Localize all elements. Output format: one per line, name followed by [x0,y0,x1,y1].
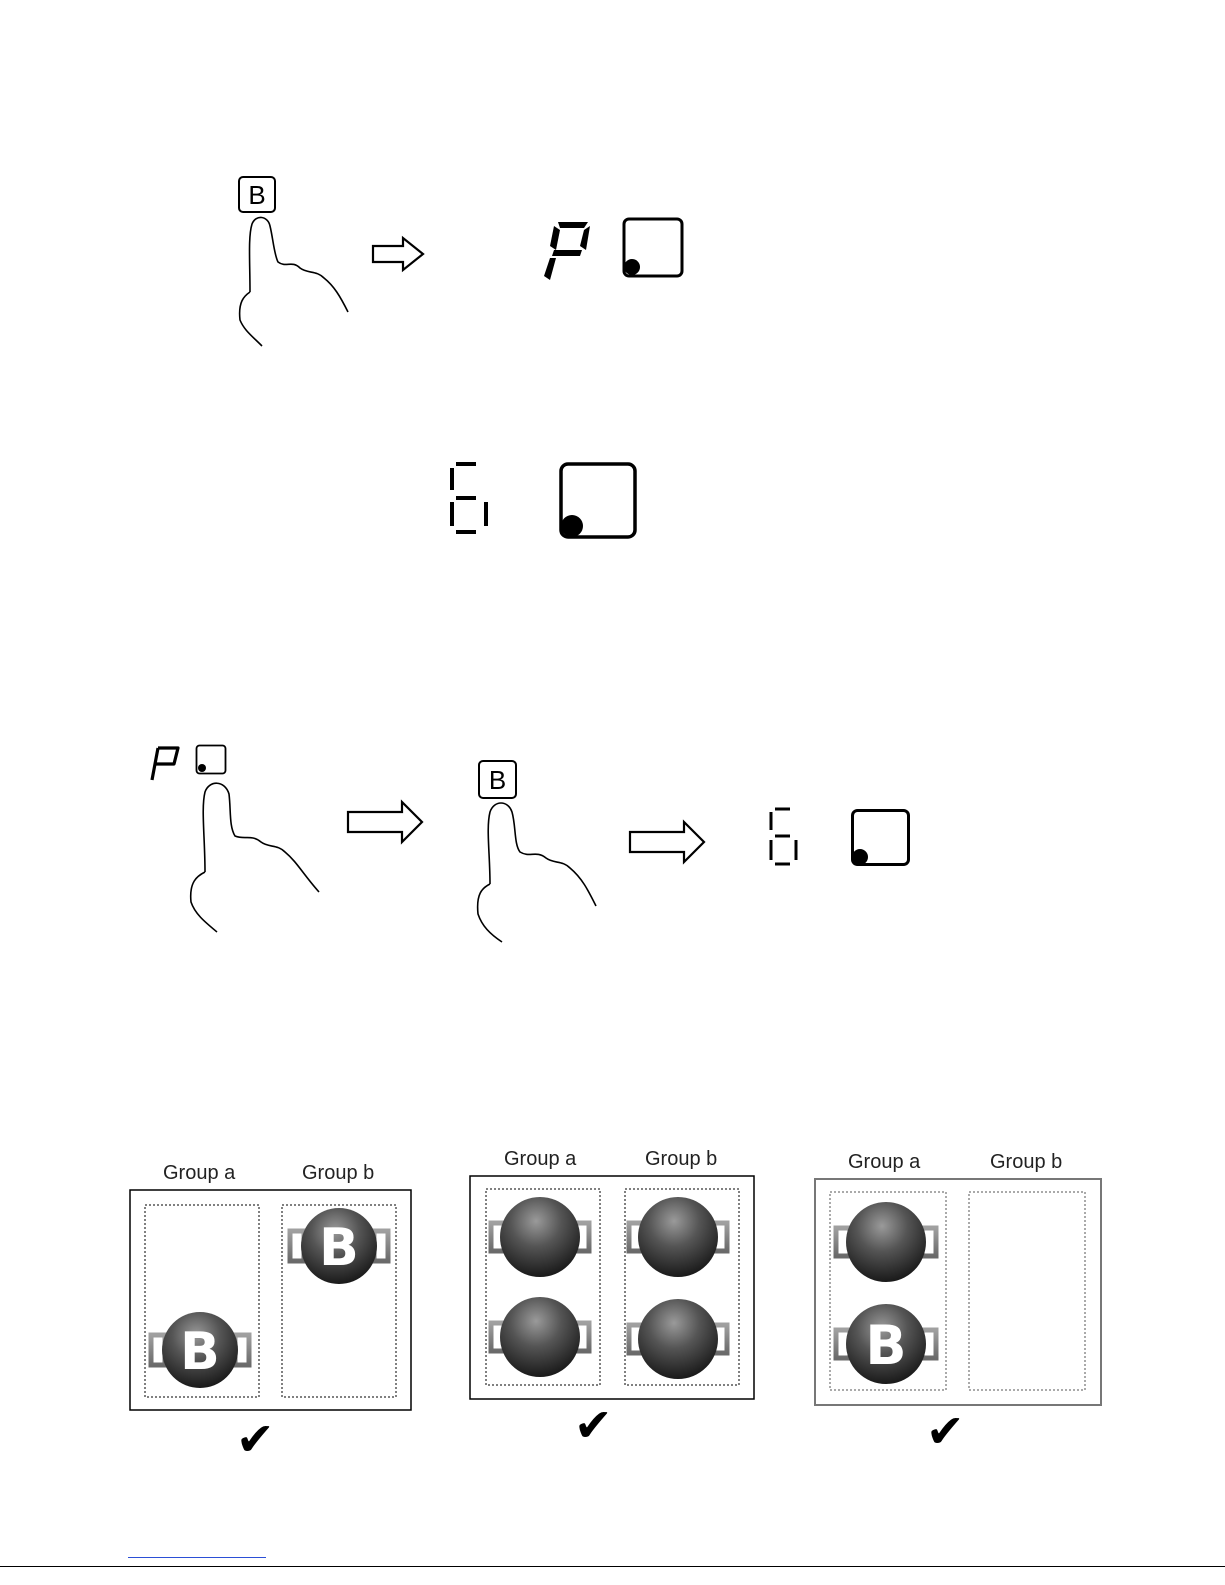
group-a-label: Group a [163,1162,235,1185]
footer-link-underline [128,1557,266,1558]
check-icon: ✔ [926,1406,965,1456]
arrow-right-icon [371,236,427,276]
group-b-label: Group b [302,1162,374,1185]
group-a-label: Group a [504,1148,576,1171]
step1-key-label: B [248,180,265,210]
zone-indicator-icon [622,217,686,279]
finger-press-icon [185,778,325,938]
step1-key-b: B [238,176,278,214]
check-icon: ✔ [236,1414,275,1464]
arrow-right-icon [628,820,708,866]
hob-panel-1: B B [129,1189,414,1414]
seven-segment-dim-icon [444,460,494,540]
check-icon: ✔ [574,1400,613,1450]
hob-panel-2 [469,1175,757,1403]
step3-key-label: B [489,765,506,795]
step3-zone-indicator-icon [195,744,229,776]
step3-zone-indicator-large-icon [850,808,912,868]
finger-press-icon [470,798,610,948]
zone-indicator-large-icon [558,461,640,541]
group-a-label: Group a [848,1151,920,1174]
group-b-label: Group b [645,1148,717,1171]
finger-press-icon [230,212,360,352]
footer-divider [0,1566,1225,1567]
svg-text:B: B [180,1322,220,1382]
seven-segment-icon [540,218,596,282]
hob-panel-3: B [814,1178,1104,1408]
step3-seven-segment-dim-icon [766,806,802,868]
svg-text:B: B [865,1314,906,1377]
group-b-label: Group b [990,1151,1062,1174]
arrow-right-icon [346,800,426,846]
svg-text:B: B [319,1218,359,1278]
step3-seven-segment-icon [148,744,182,784]
step3-key-b: B [478,760,518,800]
